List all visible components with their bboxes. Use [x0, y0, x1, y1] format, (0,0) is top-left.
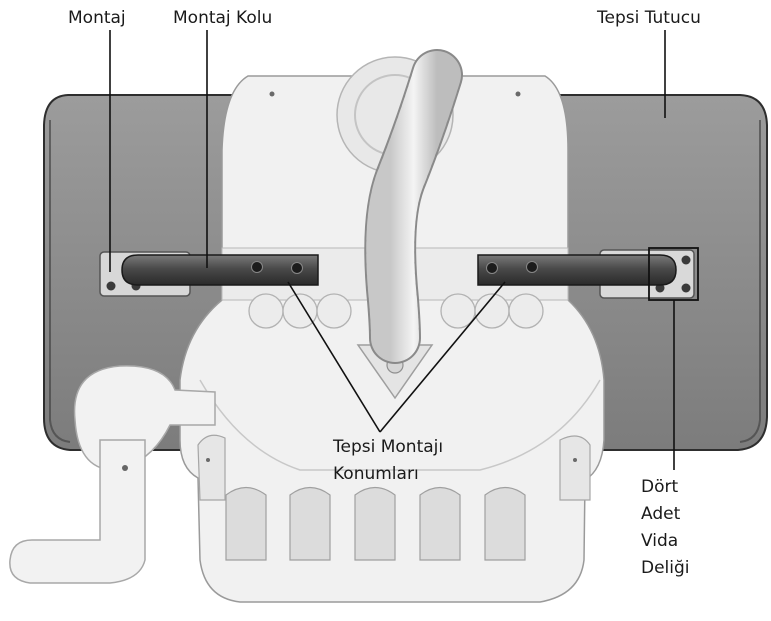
label-mount-arm: Montaj Kolu	[173, 7, 272, 29]
right-mount-arm	[478, 255, 676, 285]
label-tray-mount-positions-line-1: Tepsi Montajı	[333, 434, 443, 461]
label-four-screw-holes-line-2: Adet	[641, 501, 690, 528]
side-handle	[10, 366, 215, 583]
label-four-screw-holes-line-4: Deliği	[641, 555, 690, 582]
label-tray-mount-positions: Tepsi Montajı Konumları	[333, 434, 443, 488]
label-four-screw-holes-line-3: Vida	[641, 528, 690, 555]
label-four-screw-holes-line-1: Dört	[641, 474, 690, 501]
label-four-screw-holes: Dört Adet Vida Deliği	[641, 474, 690, 582]
label-tray-holder: Tepsi Tutucu	[597, 7, 701, 29]
left-mount-arm	[122, 255, 318, 285]
label-tray-mount-positions-line-2: Konumları	[333, 461, 443, 488]
label-mount: Montaj	[68, 7, 126, 29]
